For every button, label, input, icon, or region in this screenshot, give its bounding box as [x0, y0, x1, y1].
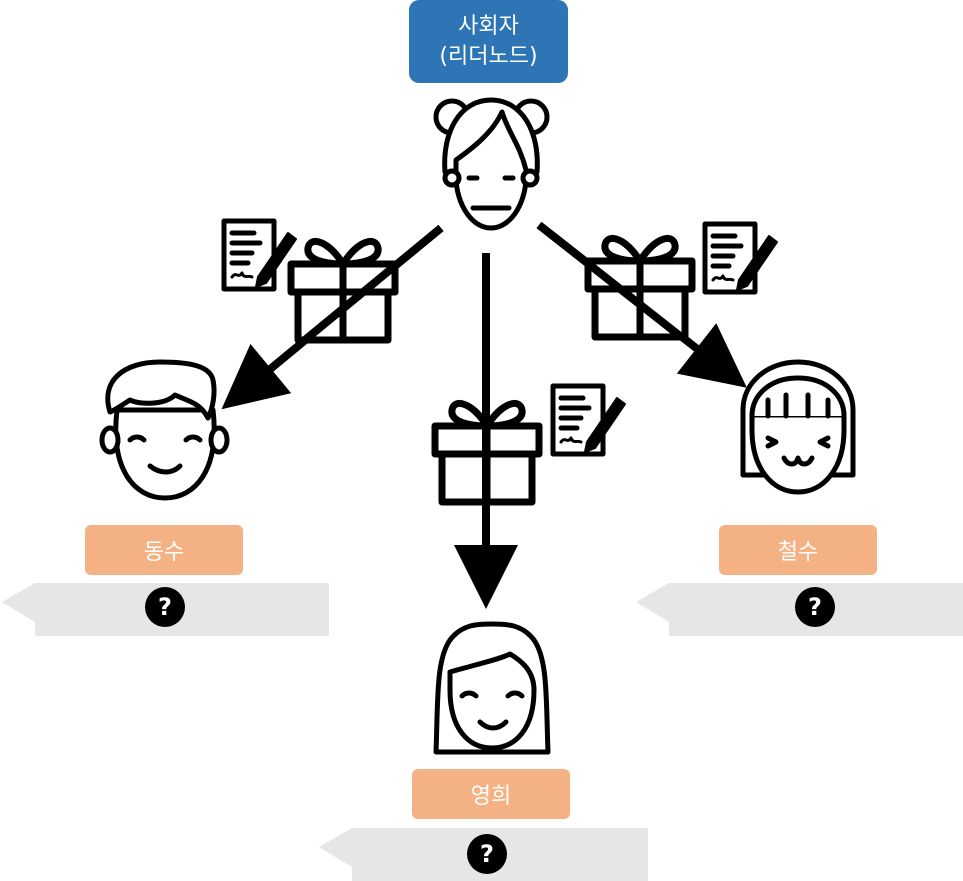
girl-icon: [433, 621, 551, 755]
contract-icon: [550, 383, 626, 457]
question-mark: ?: [480, 840, 494, 868]
question-circle-icon: ?: [145, 587, 185, 627]
contract-icon: [221, 218, 297, 292]
question-circle-icon: ?: [795, 587, 835, 627]
question-circle-icon: ?: [467, 834, 507, 874]
gift-icon: [584, 235, 696, 341]
name-text: 동수: [143, 540, 185, 565]
boy-icon: [99, 359, 230, 501]
name-text: 철수: [777, 540, 819, 565]
gift-icon: [287, 238, 399, 344]
question-mark: ?: [158, 593, 172, 621]
contract-icon: [702, 221, 778, 295]
name-text: 영희: [470, 784, 512, 809]
name-label-younghee: 영희: [412, 769, 570, 819]
question-mark: ?: [808, 593, 822, 621]
leader-label-line2: (리더노드): [439, 43, 538, 69]
girl-bangs-icon: [740, 359, 856, 495]
leader-label-line1: 사회자: [458, 13, 519, 39]
name-label-dongsu: 동수: [85, 525, 243, 575]
leader-person-icon: [433, 97, 550, 231]
leader-label: 사회자 (리더노드): [409, 0, 568, 83]
name-label-cheolsu: 철수: [719, 525, 877, 575]
